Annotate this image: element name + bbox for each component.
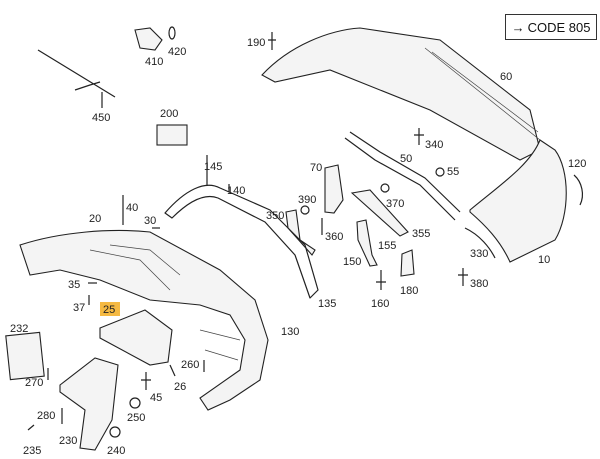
label-240[interactable]: 240 (107, 445, 125, 457)
label-235[interactable]: 235 (23, 445, 41, 457)
part-350-bracket (285, 209, 316, 256)
part-70-bracket (324, 164, 344, 214)
label-340[interactable]: 340 (425, 139, 443, 151)
label-360[interactable]: 360 (325, 231, 343, 243)
part-50-bar (344, 131, 461, 221)
label-70[interactable]: 70 (310, 162, 322, 174)
fasteners (27, 32, 468, 438)
label-150[interactable]: 150 (343, 256, 361, 268)
code-805-box: → CODE 805 (505, 14, 597, 40)
label-120[interactable]: 120 (568, 158, 586, 170)
label-10[interactable]: 10 (538, 254, 550, 266)
label-232[interactable]: 232 (10, 323, 28, 335)
part-355-bracket (350, 189, 409, 237)
label-420[interactable]: 420 (168, 46, 186, 58)
part-20-lower-bumper (19, 229, 269, 411)
label-350[interactable]: 350 (266, 210, 284, 222)
part-330-strip (464, 227, 496, 259)
part-450-harness (37, 49, 116, 108)
label-40[interactable]: 40 (126, 202, 138, 214)
part-232-plate (5, 331, 45, 381)
label-37[interactable]: 37 (73, 302, 85, 314)
label-450[interactable]: 450 (92, 112, 110, 124)
label-140[interactable]: 140 (227, 185, 245, 197)
part-420-ring (168, 26, 176, 40)
part-410-sensor (134, 27, 163, 51)
label-35[interactable]: 35 (68, 279, 80, 291)
part-10-bumper-corner (469, 139, 567, 263)
label-135[interactable]: 135 (318, 298, 336, 310)
label-380[interactable]: 380 (470, 278, 488, 290)
code-label: CODE 805 (527, 19, 591, 35)
label-230[interactable]: 230 (59, 435, 77, 447)
label-410[interactable]: 410 (145, 56, 163, 68)
label-130[interactable]: 130 (281, 326, 299, 338)
part-200-cover (156, 124, 188, 146)
label-20[interactable]: 20 (89, 213, 101, 225)
label-145[interactable]: 145 (204, 161, 222, 173)
label-25[interactable]: 25 (103, 304, 115, 316)
label-280[interactable]: 280 (37, 410, 55, 422)
part-230-bracket (59, 357, 119, 451)
label-270[interactable]: 270 (25, 377, 43, 389)
label-155[interactable]: 155 (378, 240, 396, 252)
label-50[interactable]: 50 (400, 153, 412, 165)
label-60[interactable]: 60 (500, 71, 512, 83)
label-370[interactable]: 370 (386, 198, 404, 210)
callout-labels: 190 410 420 450 200 60 145 140 340 50 55… (10, 37, 586, 457)
label-200[interactable]: 200 (160, 108, 178, 120)
label-26[interactable]: 26 (174, 381, 186, 393)
label-330[interactable]: 330 (470, 248, 488, 260)
label-160[interactable]: 160 (371, 298, 389, 310)
label-260[interactable]: 260 (181, 359, 199, 371)
label-250[interactable]: 250 (127, 412, 145, 424)
label-190[interactable]: 190 (247, 37, 265, 49)
part-150-bracket (356, 219, 378, 267)
part-25-diffuser (99, 309, 173, 366)
label-180[interactable]: 180 (400, 285, 418, 297)
label-55[interactable]: 55 (447, 166, 459, 178)
highlight-25 (100, 302, 120, 316)
arrow-right-icon: → (511, 19, 525, 35)
part-180-clip (400, 249, 415, 277)
part-135-rail (164, 184, 319, 299)
label-355[interactable]: 355 (412, 228, 430, 240)
part-60-upper-cover (261, 27, 541, 161)
part-120-trim (573, 174, 584, 206)
label-390[interactable]: 390 (298, 194, 316, 206)
label-45[interactable]: 45 (150, 392, 162, 404)
label-30[interactable]: 30 (144, 215, 156, 227)
